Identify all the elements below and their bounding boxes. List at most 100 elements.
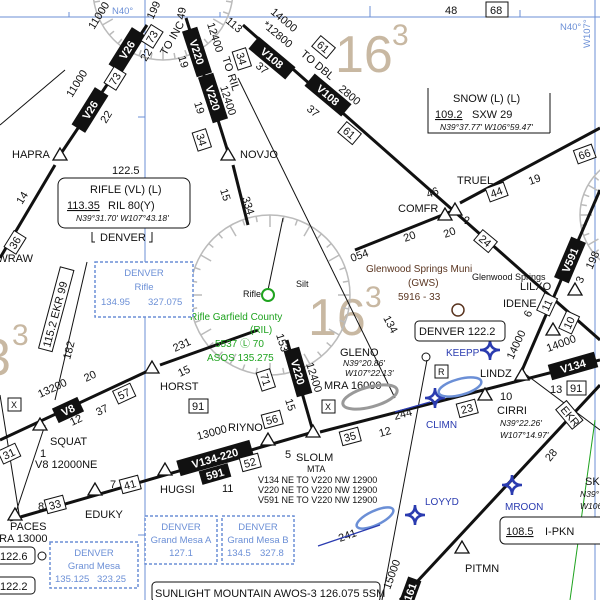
fix-triangle-icon[interactable] xyxy=(436,206,454,221)
mea-box: 41 xyxy=(118,474,142,495)
segment-label-text: 12 xyxy=(378,425,393,440)
mea-box: 115.2 EKR 99 xyxy=(37,266,75,353)
segment-label: 15 xyxy=(176,364,192,380)
segment-label: 6 xyxy=(522,309,535,320)
mea-box-frame xyxy=(455,398,479,419)
mea-box-value: 31 xyxy=(1,447,17,463)
segment-label: 13 xyxy=(550,384,562,396)
chart-label: 108.5 xyxy=(506,526,534,538)
fix-triangle-icon[interactable] xyxy=(31,416,49,431)
segment-label: 3 xyxy=(574,275,587,286)
fix-triangle-icon[interactable] xyxy=(86,481,104,496)
fix-triangle-icon[interactable] xyxy=(6,506,24,521)
segment-label-text: 11 xyxy=(222,483,233,495)
chart-label: X xyxy=(325,402,331,412)
segment-label: 19 xyxy=(527,172,543,187)
navaid-box-snow[interactable]: SNOW (L) (L) 109.2 SXW 29 N39°37.77' W10… xyxy=(427,88,551,134)
mea-box-frame xyxy=(572,143,597,165)
top-numbers: 48 68 199 49 113 xyxy=(145,0,509,36)
mea-box-frame xyxy=(188,398,209,414)
fix-triangle-icon[interactable] xyxy=(51,146,69,161)
airway-v591: 591 xyxy=(205,467,226,484)
segment-label: 12 xyxy=(378,425,393,440)
ils-box[interactable]: 108.5 I-PKN xyxy=(499,516,600,545)
airport-rifle[interactable]: Rifle Rifle Garfield County (RIL) 5537 Ⓛ… xyxy=(190,288,282,364)
fix-triangle-icon[interactable] xyxy=(513,366,531,381)
segment-label-text: 7 xyxy=(110,479,116,491)
mea-box-frame xyxy=(555,399,584,430)
mea-box: 57 xyxy=(111,382,137,405)
chart-label: N39°37.77' W106°59.47' xyxy=(440,122,533,132)
chart-label: 327.075 xyxy=(148,297,182,308)
segment-label: 19 xyxy=(191,100,206,115)
radial: 49 xyxy=(175,6,189,20)
segment-label-text: 134 xyxy=(380,314,399,336)
fix-triangle-icon[interactable] xyxy=(259,431,277,446)
rnav-waypoint-icon[interactable] xyxy=(404,504,426,526)
fix-eduky: EDUKY xyxy=(85,509,124,521)
chart-label: 122.2 xyxy=(0,581,28,593)
rnav-waypoint-icon[interactable] xyxy=(501,474,523,496)
fix-triangle-icon[interactable] xyxy=(544,321,562,336)
mea-box-value: 36 xyxy=(7,235,24,252)
lat-label-right: N40° xyxy=(560,22,581,33)
fix-triangle-icon[interactable] xyxy=(446,201,464,216)
airport-glenwood[interactable]: Glenwood Springs Muni (GWS) 5916 - 33 Gl… xyxy=(366,264,546,317)
rnav-waypoint-icon[interactable] xyxy=(424,387,446,409)
mea-box: 73 xyxy=(103,65,127,91)
mea-box: 34 xyxy=(191,128,213,152)
mea-box: 31 xyxy=(0,442,22,465)
segment-label-text: 3 xyxy=(574,275,587,286)
fix-triangle-icon[interactable] xyxy=(476,386,494,401)
mea-box: 23 xyxy=(455,398,479,419)
fix-triangle-icon[interactable] xyxy=(156,461,174,476)
comm-boxes: DENVER 122.2 SUNLIGHT MOUNTAIN AWOS-3 12… xyxy=(0,320,506,600)
fix-triangle-icon[interactable] xyxy=(566,281,584,296)
navaid-box-rifle[interactable]: 122.5 RIFLE (VL) (L) 113.35 RIL 80(Y) N3… xyxy=(57,165,191,244)
city-silt: Silt xyxy=(296,279,309,289)
segment-label: 12400 xyxy=(204,21,225,54)
mea-box-frame xyxy=(191,128,213,152)
mea-box-value: 11 xyxy=(540,298,556,313)
waypoint-keepp: KEEPP xyxy=(446,348,480,359)
fix-cirri-lon: W107°14.97' xyxy=(500,430,549,440)
segment-label-text: 15 xyxy=(176,364,192,380)
segment-label-text: 8 xyxy=(38,501,44,513)
fix-hapra: HAPRA xyxy=(12,149,51,161)
chart-label: ASOS 135.275 xyxy=(207,353,274,364)
mea-box-value: 68 xyxy=(490,5,502,17)
airway-v8: V8 xyxy=(60,403,77,420)
mea-box-value: 91 xyxy=(570,383,582,395)
lon-label: W107° xyxy=(582,19,593,48)
fix-triangle-icon[interactable] xyxy=(453,539,471,554)
fix-triangle-icon[interactable] xyxy=(143,359,161,374)
slolm-mta: MTA V134 NE TO V220 NW 12900 V220 NE TO … xyxy=(258,464,377,505)
segment-label-text: 5 xyxy=(285,449,291,461)
mea-box-value: 57 xyxy=(116,387,132,403)
fix-triangle-icon[interactable] xyxy=(304,423,322,438)
chart-label: 5537 Ⓛ 70 xyxy=(215,338,264,350)
mea-box-value: 91 xyxy=(192,401,204,413)
fix-triangle-icon[interactable] xyxy=(219,146,237,161)
mea-box-value: 73 xyxy=(144,29,161,46)
mea-box: 52 xyxy=(238,452,262,473)
segment-label: 7 xyxy=(110,479,116,491)
fix-gleno: GLENO xyxy=(340,347,379,359)
segment-label: 182 xyxy=(61,340,77,361)
mea-box-value: 73 xyxy=(107,71,124,88)
chart-label: 122.6 xyxy=(0,551,28,563)
mea-box: 61 xyxy=(337,120,363,146)
chart-label: 134.5 xyxy=(227,548,251,559)
mea-box: 91 xyxy=(188,398,209,414)
fix-comfr: COMFR xyxy=(398,203,438,215)
segment-label: 244 xyxy=(393,407,414,423)
navaid-coords: N39°31.70' W107°43.18' xyxy=(76,213,169,223)
mea-box-frame xyxy=(111,382,137,405)
rnav-waypoint-icon[interactable] xyxy=(479,339,501,361)
chart-label: 323.25 xyxy=(97,574,126,585)
segment-label: 15000 xyxy=(382,558,404,591)
